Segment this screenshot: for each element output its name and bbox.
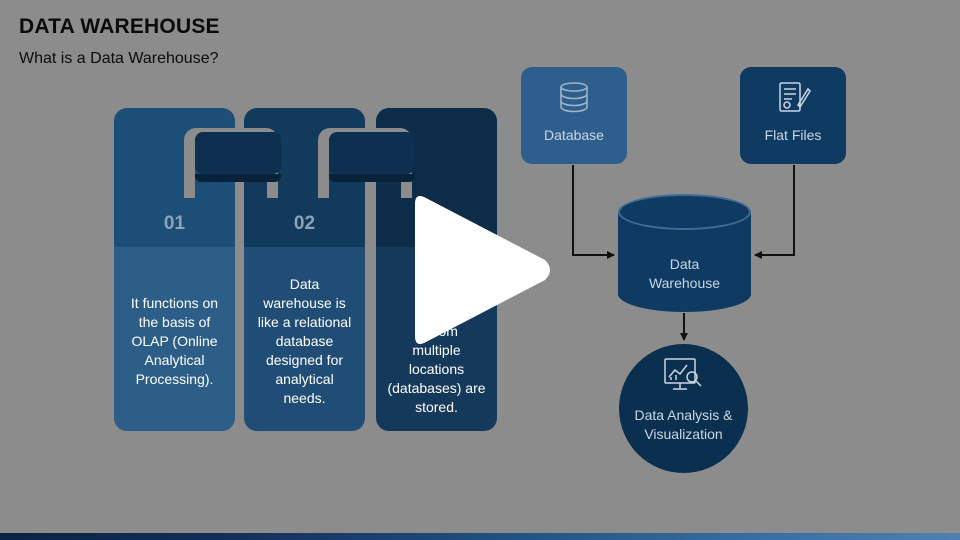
page-title: DATA WAREHOUSE	[19, 15, 220, 38]
play-icon[interactable]	[405, 190, 555, 350]
arrow-database-to-warehouse	[572, 165, 615, 259]
card-text: Data warehouse is like a relational data…	[257, 276, 352, 406]
database-node: Database	[521, 67, 627, 164]
arrow-flatfiles-to-warehouse	[754, 165, 795, 259]
document-checklist-icon	[779, 82, 811, 112]
data-warehouse-label: Data Warehouse	[648, 256, 721, 291]
card-text: It functions on the basis of OLAP (Onlin…	[130, 295, 219, 387]
database-label: Database	[544, 127, 604, 143]
card-connector-ribbon	[329, 132, 415, 182]
flat-files-node: Flat Files	[740, 67, 846, 164]
chart-magnifier-icon	[664, 358, 702, 390]
card-number: 02	[293, 213, 316, 234]
flat-files-label: Flat Files	[764, 127, 822, 143]
bottom-accent-bar	[0, 533, 960, 540]
data-analysis-label: Data Analysis & Visualization	[634, 407, 733, 442]
card-number: 01	[163, 213, 186, 234]
database-icon	[560, 82, 588, 113]
data-analysis-node: Data Analysis & Visualization	[619, 344, 748, 473]
page-subtitle: What is a Data Warehouse?	[19, 50, 219, 67]
card-connector-ribbon	[195, 132, 281, 182]
data-warehouse-node: Data Warehouse	[618, 194, 751, 312]
